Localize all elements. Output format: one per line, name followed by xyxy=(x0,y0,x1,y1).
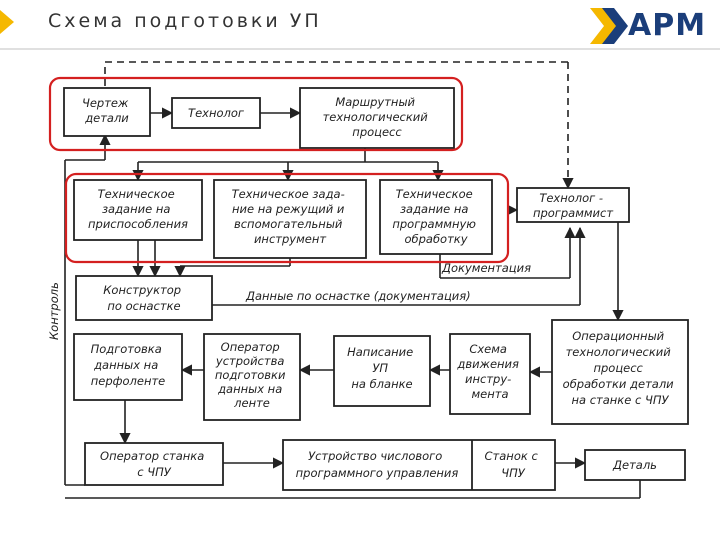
logo: АРМ xyxy=(584,4,712,48)
box-write-up xyxy=(333,335,431,407)
text-data-prep: Подготовка данных на перфоленте xyxy=(91,342,166,388)
text-tz-tools: Техническое зада- ние на режущий и вспом… xyxy=(232,187,349,246)
logo-text: АРМ xyxy=(628,8,707,43)
text-cnc-machine: Станок с ЧПУ xyxy=(485,449,542,480)
text-operational-process: Операционный технологический процесс обр… xyxy=(563,329,678,407)
box-drawing xyxy=(63,87,151,137)
box-fixture-designer xyxy=(75,275,213,321)
connectors xyxy=(64,107,641,499)
text-tz-program: Техническое задание на программную обраб… xyxy=(392,187,479,246)
text-fixture-designer: Конструктор по оснастке xyxy=(103,283,184,313)
text-part: Деталь xyxy=(612,458,657,472)
highlight-top-group xyxy=(48,76,464,152)
accent-arrow-icon xyxy=(0,10,14,34)
box-operational-process xyxy=(551,319,689,425)
logo-chevron-icon xyxy=(590,8,628,44)
box-tz-program xyxy=(379,179,493,255)
text-drawing: Чертеж детали xyxy=(82,96,132,125)
text-cnc-device: Устройство числового программного управл… xyxy=(296,449,459,480)
box-technologist xyxy=(171,97,261,129)
box-tz-tools xyxy=(213,179,367,259)
text-device-operator: Оператор устройства подготовки данных на… xyxy=(215,340,289,410)
box-part xyxy=(584,449,686,481)
text-write-up: Написание УП на бланке xyxy=(347,345,417,391)
label-tooling-data: Данные по оснастке (документация) xyxy=(245,289,471,303)
box-tech-programmer xyxy=(516,187,630,223)
box-cnc-device xyxy=(282,439,556,491)
text-tz-fixture: Техническое задание на приспособления xyxy=(88,187,188,231)
box-device-operator xyxy=(203,333,301,421)
text-tool-path: Схема движения инстру- мента xyxy=(456,342,522,401)
box-machine-operator xyxy=(84,442,224,486)
highlight-tz-group xyxy=(64,172,510,264)
text-technologist: Технолог xyxy=(188,106,245,120)
header-bar: Схема подготовки УП АРМ xyxy=(0,0,720,52)
header-divider xyxy=(0,48,720,50)
text-route-process: Маршрутный технологический процесс xyxy=(323,95,432,139)
text-tech-programmer: Технолог - программист xyxy=(533,191,613,220)
text-machine-operator: Оператор станка с ЧПУ xyxy=(100,449,208,479)
box-data-prep xyxy=(73,333,183,401)
box-route-process xyxy=(299,87,455,149)
box-tool-path xyxy=(449,333,531,415)
label-control: Контроль xyxy=(47,282,61,340)
box-tz-fixture xyxy=(73,179,203,241)
label-documentation: Документация xyxy=(441,261,531,275)
page-title: Схема подготовки УП xyxy=(48,10,322,32)
dashed-connector xyxy=(104,61,574,190)
